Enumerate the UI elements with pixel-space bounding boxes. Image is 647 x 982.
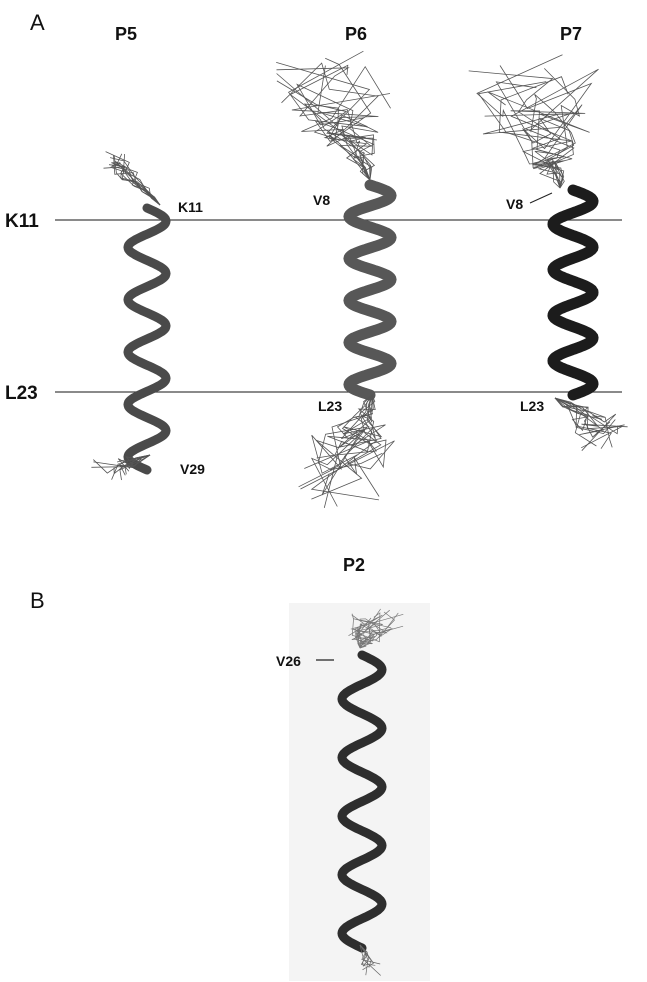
backbone-trace xyxy=(468,70,565,189)
backbone-trace xyxy=(276,62,377,181)
backbone-trace xyxy=(355,617,372,649)
reference-label-l23: L23 xyxy=(5,383,38,404)
structure-title-p7: P7 xyxy=(560,24,582,44)
backbone-trace xyxy=(554,397,623,449)
backbone-trace xyxy=(276,67,371,181)
panel-b-letter: B xyxy=(30,588,45,613)
helix-p6 xyxy=(343,179,397,401)
backbone-trace xyxy=(554,397,616,435)
backbone-trace xyxy=(93,454,151,469)
backbone-trace xyxy=(359,944,381,976)
backbone-trace xyxy=(359,944,372,968)
backbone-trace xyxy=(495,81,575,189)
residue-label-p7-end: L23 xyxy=(520,398,544,414)
backbone-trace xyxy=(554,397,628,428)
helix-p7 xyxy=(547,184,599,401)
residue-label-p5-end: V29 xyxy=(180,461,205,477)
residue-label-p6-end: L23 xyxy=(318,398,342,414)
reference-label-k11: K11 xyxy=(5,211,39,232)
residue-pointer-p7-start xyxy=(529,192,553,204)
backbone-trace xyxy=(498,76,572,189)
residue-label-p5-start: K11 xyxy=(178,199,203,215)
backbone-trace xyxy=(298,394,373,488)
backbone-trace xyxy=(110,166,161,206)
structure-title-p5: P5 xyxy=(115,24,137,44)
helix-p2 xyxy=(337,650,387,953)
residue-label-p6-start: V8 xyxy=(313,192,330,208)
backbone-trace xyxy=(351,614,382,649)
helix-p5 xyxy=(123,203,171,475)
backbone-trace xyxy=(121,153,161,206)
structure-p7: V8 L23 xyxy=(468,54,628,451)
backbone-trace xyxy=(343,394,380,497)
backbone-trace xyxy=(534,68,581,189)
backbone-trace xyxy=(310,394,373,507)
wire-bundle-p5-bottom xyxy=(91,454,151,481)
backbone-trace xyxy=(317,65,379,181)
backbone-trace xyxy=(348,614,383,649)
wire-bundle-p7-bottom xyxy=(554,397,628,451)
backbone-trace xyxy=(359,944,381,965)
panel-a: A K11 L23 P5 P6 P7 K11 V29 V8 L23 xyxy=(5,10,628,508)
backbone-trace xyxy=(316,394,386,459)
wire-bundle-p2-top xyxy=(348,608,404,649)
wire-bundle-p6-top xyxy=(276,50,391,181)
structure-title-p6: P6 xyxy=(345,24,367,44)
backbone-trace xyxy=(482,104,583,189)
residue-label-p7-start: V8 xyxy=(506,196,523,212)
backbone-trace xyxy=(554,397,613,448)
structure-title-p2: P2 xyxy=(343,555,365,575)
wire-bundle-p6-bottom xyxy=(298,394,395,508)
panel-a-letter: A xyxy=(30,10,45,35)
structure-p5: K11 V29 xyxy=(91,151,205,481)
backbone-trace xyxy=(510,68,599,189)
structure-p6: V8 L23 xyxy=(276,50,397,508)
panel-b: B P2 V26 xyxy=(30,555,430,981)
backbone-trace xyxy=(351,608,381,649)
backbone-trace xyxy=(119,454,151,481)
backbone-trace xyxy=(499,65,593,189)
wire-bundle-p5-top xyxy=(103,151,161,206)
backbone-trace xyxy=(111,162,161,206)
backbone-trace xyxy=(321,394,374,496)
wire-bundle-p7-top xyxy=(468,54,599,189)
structure-p2: V26 xyxy=(276,608,404,976)
backbone-trace xyxy=(116,454,151,470)
wire-bundle-p2-bottom xyxy=(359,944,381,976)
residue-label-p2-start: V26 xyxy=(276,653,301,669)
backbone-trace xyxy=(288,50,371,181)
backbone-trace xyxy=(276,80,375,181)
backbone-trace xyxy=(301,65,391,181)
backbone-trace xyxy=(554,397,612,449)
backbone-trace xyxy=(354,618,388,649)
backbone-trace xyxy=(530,94,576,189)
backbone-trace xyxy=(300,394,395,490)
backbone-trace xyxy=(113,454,151,475)
backbone-trace xyxy=(476,54,565,189)
backbone-trace xyxy=(484,110,586,189)
